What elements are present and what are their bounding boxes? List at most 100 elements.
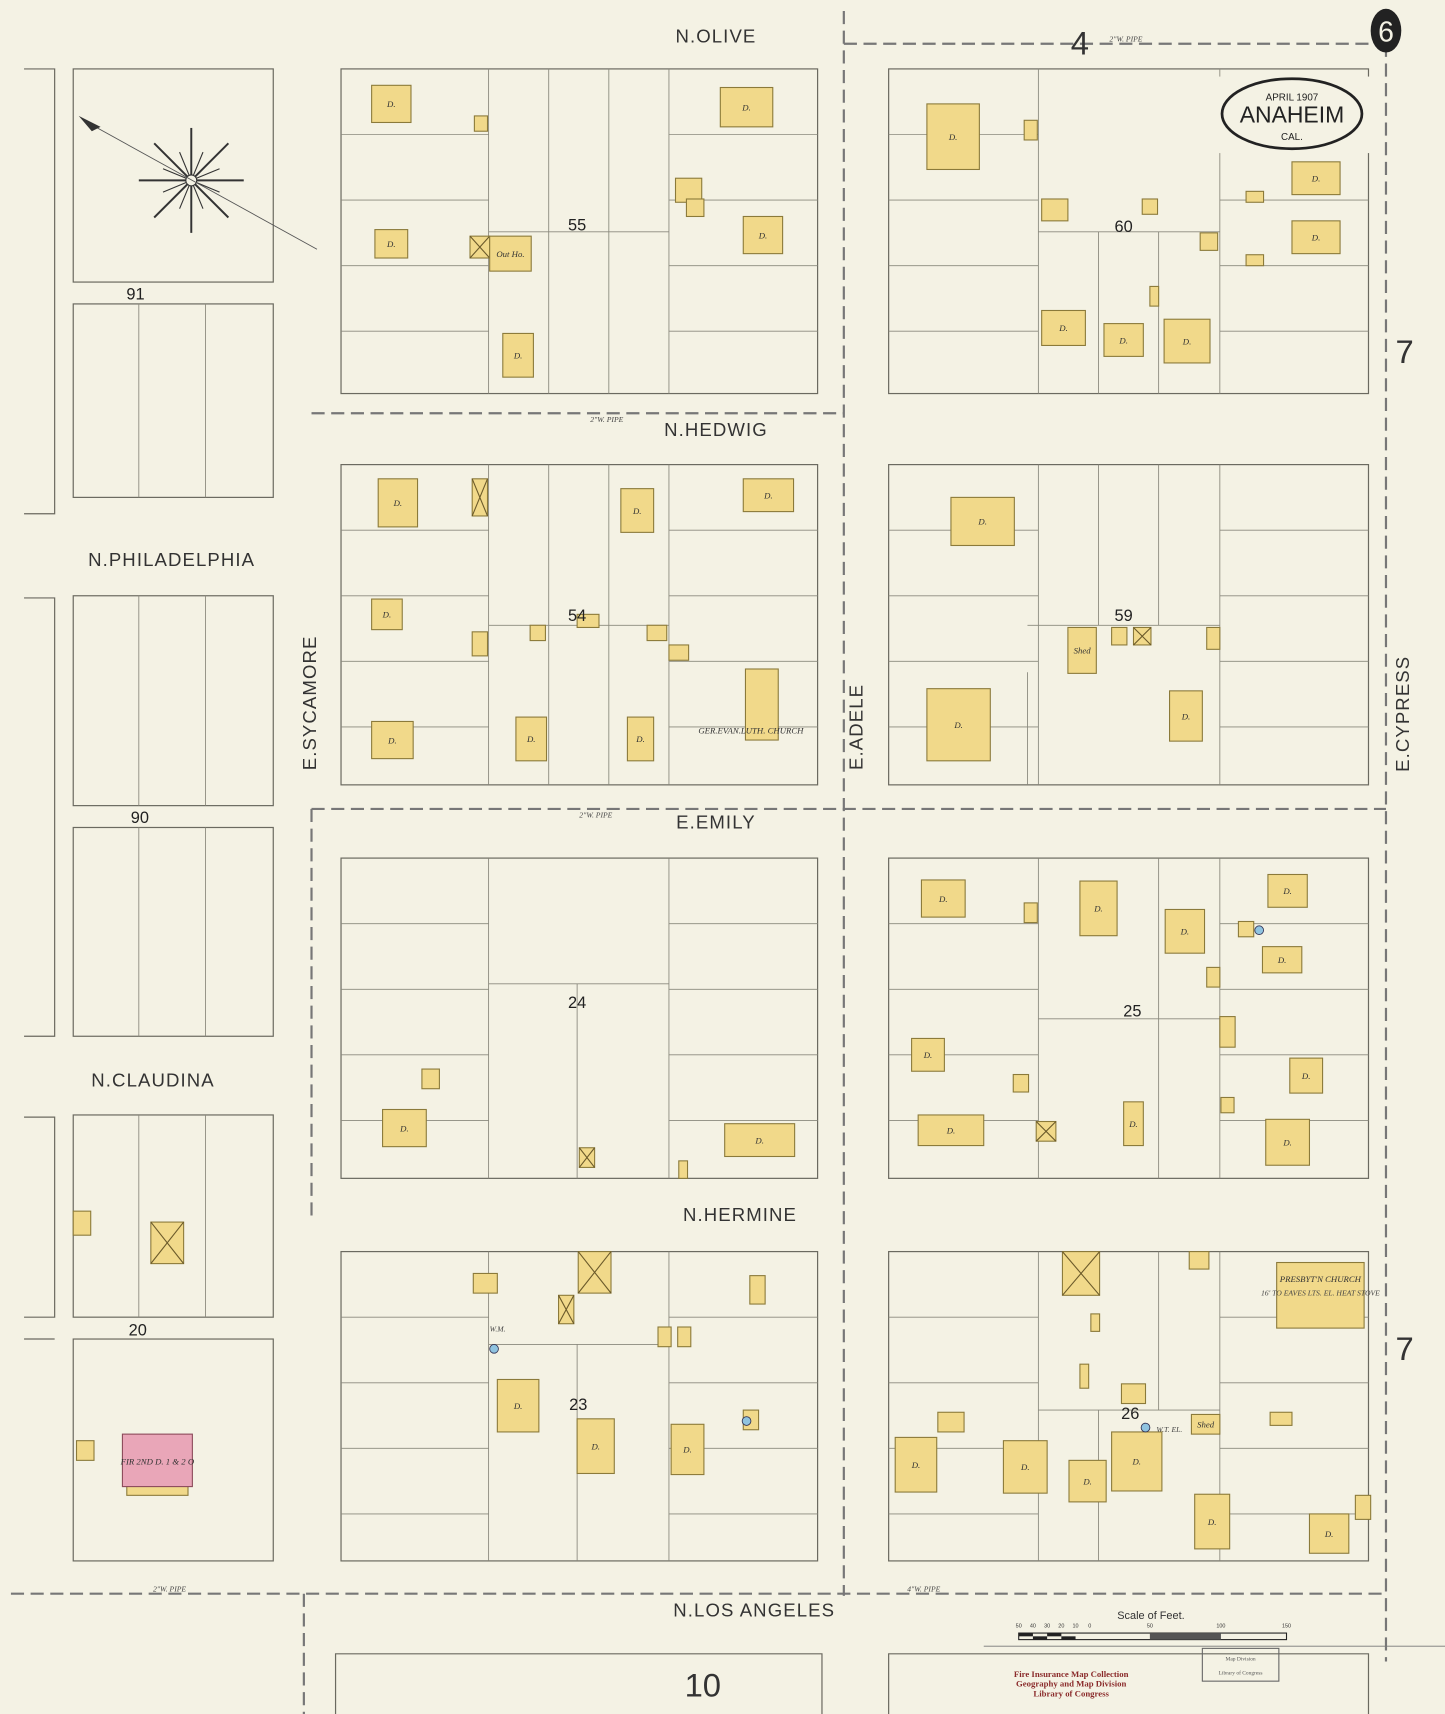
street-e-sycamore: E.SYCAMORE (299, 635, 320, 770)
building-open-shed (471, 478, 489, 517)
building-label: D. (1180, 927, 1190, 937)
building-outbuilding (678, 1160, 689, 1179)
building-dwelling: D. (1261, 946, 1303, 974)
building-dwelling: D. (626, 716, 655, 762)
building-dwelling: D. (1169, 690, 1203, 742)
scale-tick: 50 (1016, 1624, 1022, 1630)
building-dwelling: D. (911, 1037, 945, 1072)
building-open-shed (469, 235, 491, 259)
pipe-label: 2"W. PIPE (1109, 35, 1142, 44)
building-outbuilding (1012, 1073, 1030, 1093)
building-open-shed (1035, 1120, 1057, 1142)
city-block (72, 826, 274, 1037)
building-dwelling: D. (917, 1114, 985, 1147)
city-block (72, 595, 274, 807)
city-block (340, 463, 819, 786)
building-dwelling: D. (371, 598, 403, 631)
sheet-number-badge: 6 (1370, 8, 1402, 53)
building-outbuilding (677, 1326, 692, 1348)
building-label: D. (1277, 955, 1287, 965)
building-label: D. (682, 1445, 692, 1455)
building-dwelling: D. (1265, 1118, 1311, 1166)
building-label: D. (632, 506, 641, 516)
building-label: Shed (1074, 646, 1092, 656)
building-dwelling: D. (742, 215, 784, 255)
building-dwelling: D. (1163, 318, 1211, 364)
building-dwelling: D. (724, 1123, 796, 1158)
building-label: D. (393, 498, 403, 508)
building-label: D. (386, 239, 396, 249)
scale-tick: 40 (1030, 1624, 1036, 1630)
building-dwelling: D. (1194, 1493, 1231, 1550)
city-block (340, 68, 819, 395)
city-block (72, 303, 274, 498)
building-dwelling: D. (515, 716, 548, 762)
scale-tick: 150 (1282, 1624, 1291, 1630)
building-outbuilding (472, 1272, 498, 1294)
block-number: 54 (568, 607, 586, 625)
building-dwelling: D. (1164, 908, 1206, 954)
building-dwelling: D. (382, 1108, 427, 1148)
scale-label: Scale of Feet. (1117, 1610, 1184, 1622)
building-dwelling: D. (950, 496, 1015, 547)
building-label: D. (635, 734, 645, 744)
street-e-adele: E.ADELE (845, 684, 866, 770)
street-e-emily: E.EMILY (676, 812, 756, 833)
city-block (888, 857, 1370, 1179)
building-outbuilding (646, 624, 668, 642)
building-outbuilding (1206, 966, 1221, 988)
street-n-hermine: N.HERMINE (683, 1204, 797, 1225)
stamp-line: Library of Congress (1033, 1688, 1109, 1698)
building-brick: FIR 2ND D. 1 & 2 O (120, 1433, 195, 1496)
block-number: 20 (129, 1322, 147, 1340)
building-label: D. (382, 610, 392, 620)
building-label: D. (911, 1460, 921, 1470)
water-tank-icon (1140, 1422, 1151, 1433)
block-number: 23 (569, 1396, 587, 1414)
water-tank-icon (741, 1416, 752, 1426)
building-label: D. (526, 734, 536, 744)
scale-tick: 100 (1216, 1624, 1225, 1630)
building-outbuilding (1199, 232, 1219, 251)
building-open-shed (577, 1251, 612, 1294)
water-tank-icon (1254, 925, 1264, 936)
building-label: D. (948, 132, 958, 142)
street-n-philadelphia: N.PHILADELPHIA (88, 549, 255, 570)
building-outbuilding (72, 1210, 92, 1236)
building-outbuilding (1354, 1494, 1372, 1520)
street-n-los-angeles: N.LOS ANGELES (673, 1600, 835, 1621)
scale-tick: 0 (1088, 1624, 1091, 1630)
building-dwelling: D. (894, 1436, 938, 1493)
city-block (72, 68, 274, 283)
building-outbuilding (1188, 1251, 1210, 1270)
building-outbuilding (1120, 1383, 1147, 1405)
building-dwelling: D. (1111, 1431, 1163, 1492)
building-outbuilding (1245, 190, 1265, 203)
building-outbuilding (1111, 626, 1128, 646)
building-open-shed (1061, 1251, 1101, 1296)
adjoining-sheet-bottom: 10 (685, 1666, 721, 1703)
building-outbuilding (749, 1275, 766, 1305)
street-e-cypress: E.CYPRESS (1392, 656, 1413, 772)
building-dwelling: D. (1068, 1459, 1107, 1503)
building-dwelling: D. (920, 879, 966, 918)
building-outbuilding (1245, 254, 1265, 267)
city-block (888, 68, 1370, 395)
building-label: Out Ho. (496, 249, 524, 259)
city-block (888, 1250, 1370, 1562)
building-label: D. (1181, 711, 1191, 721)
building-label: D. (923, 1050, 933, 1060)
building-label: D. (938, 894, 948, 904)
title-date: APRIL 1907 (1266, 93, 1319, 104)
feature-label: W.T. EL. (1156, 1425, 1182, 1434)
north-arrow-icon (78, 115, 318, 250)
adjoining-sheet-right-lower: 7 (1395, 1330, 1413, 1367)
building-label: D. (1324, 1529, 1334, 1539)
block-number: 55 (568, 217, 586, 235)
water-pipes (10, 10, 1388, 1714)
scale-tick: 20 (1058, 1624, 1064, 1630)
building-open-shed (557, 1294, 575, 1325)
building-dwelling: D. (719, 86, 774, 128)
building-outbuilding (685, 198, 705, 218)
